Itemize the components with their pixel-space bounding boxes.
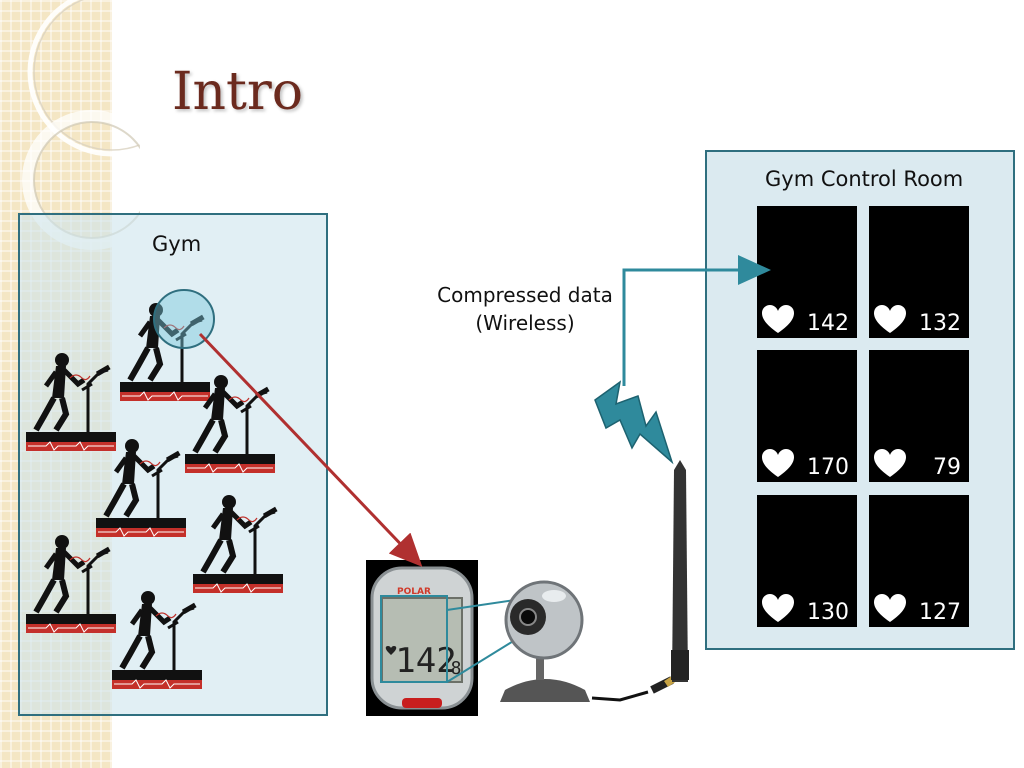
control-room-label: Gym Control Room <box>765 167 964 191</box>
heart-rate-watch: POLAR 142 8 <box>366 560 478 716</box>
bpm-value: 132 <box>919 311 961 336</box>
watch-reading: 142 <box>395 641 456 681</box>
watch-sub-reading: 8 <box>451 658 462 679</box>
compressed-data-label: Compressed data (Wireless) <box>437 283 613 335</box>
heart-icon <box>874 449 906 477</box>
wireless-bolt-icon <box>594 380 674 465</box>
slide-title: Intro <box>172 62 304 122</box>
heart-rate-monitor: 130 <box>757 495 857 627</box>
heart-rate-monitor: 132 <box>869 206 969 338</box>
heart-icon <box>762 305 794 333</box>
antenna-icon <box>650 460 689 694</box>
gym-panel <box>18 213 328 716</box>
heart-icon <box>874 594 906 622</box>
watch-brand: POLAR <box>397 587 431 597</box>
bpm-value: 142 <box>807 311 849 336</box>
bpm-value: 170 <box>807 455 849 480</box>
heart-icon <box>762 594 794 622</box>
bpm-value: 127 <box>919 600 961 625</box>
bpm-value: 79 <box>933 455 961 480</box>
webcam-icon <box>500 580 590 702</box>
heart-rate-monitor: 127 <box>869 495 969 627</box>
heart-icon <box>874 305 906 333</box>
heart-rate-monitor: 79 <box>869 350 969 482</box>
heart-rate-monitor: 142 <box>757 206 857 338</box>
gym-label: Gym <box>152 232 202 256</box>
bpm-value: 130 <box>807 600 849 625</box>
heart-rate-monitor: 170 <box>757 350 857 482</box>
heart-icon <box>762 449 794 477</box>
